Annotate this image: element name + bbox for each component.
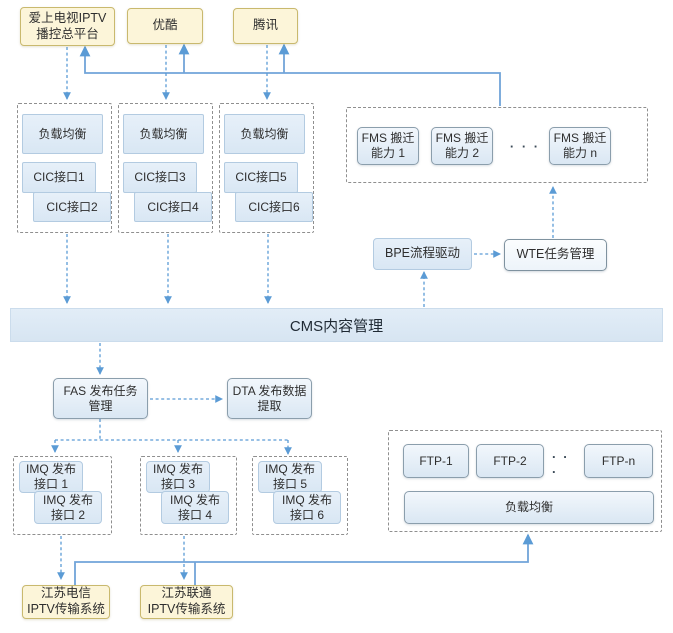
node-cic-port-2: CIC接口2 <box>33 192 111 222</box>
node-imq-port-3: IMQ 发布 接口 3 <box>146 461 210 493</box>
ftp-ellipsis: . . . <box>552 446 569 476</box>
group-fms: FMS 搬迁 能力 1 FMS 搬迁 能力 2 · · · FMS 搬迁 能力 … <box>346 107 648 183</box>
node-jiangsu-telecom: 江苏电信 IPTV传输系统 <box>22 585 110 619</box>
arrow-carriers-to-ftp-lb <box>74 533 534 585</box>
fms-ellipsis: · · · <box>509 138 541 154</box>
group-cic-1: 负载均衡 CIC接口1 CIC接口2 <box>17 103 112 233</box>
node-wte: WTE任务管理 <box>504 239 607 271</box>
node-load-balancer-2: 负载均衡 <box>123 114 204 154</box>
node-load-balancer-1: 负载均衡 <box>22 114 103 154</box>
node-imq-port-6: IMQ 发布 接口 6 <box>273 491 341 524</box>
group-cic-2: 负载均衡 CIC接口3 CIC接口4 <box>118 103 213 233</box>
node-youku: 优酷 <box>127 8 203 44</box>
node-imq-port-1: IMQ 发布 接口 1 <box>19 461 83 493</box>
node-ftp-n: FTP-n <box>584 444 653 478</box>
node-dta: DTA 发布数据 提取 <box>227 378 312 419</box>
node-tencent: 腾讯 <box>233 8 298 44</box>
node-load-balancer-3: 负载均衡 <box>224 114 305 154</box>
group-imq-2: IMQ 发布 接口 3 IMQ 发布 接口 4 <box>140 456 237 535</box>
node-fas: FAS 发布任务 管理 <box>53 378 148 419</box>
node-imq-port-2: IMQ 发布 接口 2 <box>34 491 102 524</box>
cms-content-bar: CMS内容管理 <box>10 308 663 342</box>
group-ftp: FTP-1 FTP-2 . . . FTP-n 负载均衡 <box>388 430 662 532</box>
node-ftp-load-balancer: 负载均衡 <box>404 491 654 524</box>
group-imq-1: IMQ 发布 接口 1 IMQ 发布 接口 2 <box>13 456 112 535</box>
node-cic-port-5: CIC接口5 <box>224 162 298 193</box>
node-cic-port-6: CIC接口6 <box>235 192 313 222</box>
node-bpe: BPE流程驱动 <box>373 238 472 270</box>
node-fms-n: FMS 搬迁 能力 n <box>549 127 611 165</box>
node-cic-port-1: CIC接口1 <box>22 162 96 193</box>
node-fms-2: FMS 搬迁 能力 2 <box>431 127 493 165</box>
group-imq-3: IMQ 发布 接口 5 IMQ 发布 接口 6 <box>252 456 348 535</box>
node-ftp-2: FTP-2 <box>476 444 544 478</box>
node-imq-port-5: IMQ 发布 接口 5 <box>258 461 322 493</box>
node-jiangsu-unicom: 江苏联通 IPTV传输系统 <box>140 585 233 619</box>
node-cic-port-4: CIC接口4 <box>134 192 212 222</box>
node-ftp-1: FTP-1 <box>403 444 469 478</box>
node-fms-1: FMS 搬迁 能力 1 <box>357 127 419 165</box>
node-imq-port-4: IMQ 发布 接口 4 <box>161 491 229 524</box>
arrow-fms-to-platform <box>79 45 501 106</box>
wire-fas-branch <box>55 419 288 441</box>
node-iptv-platform: 爱上电视IPTV 播控总平台 <box>20 7 115 46</box>
node-cic-port-3: CIC接口3 <box>123 162 197 193</box>
group-cic-3: 负载均衡 CIC接口5 CIC接口6 <box>219 103 314 233</box>
